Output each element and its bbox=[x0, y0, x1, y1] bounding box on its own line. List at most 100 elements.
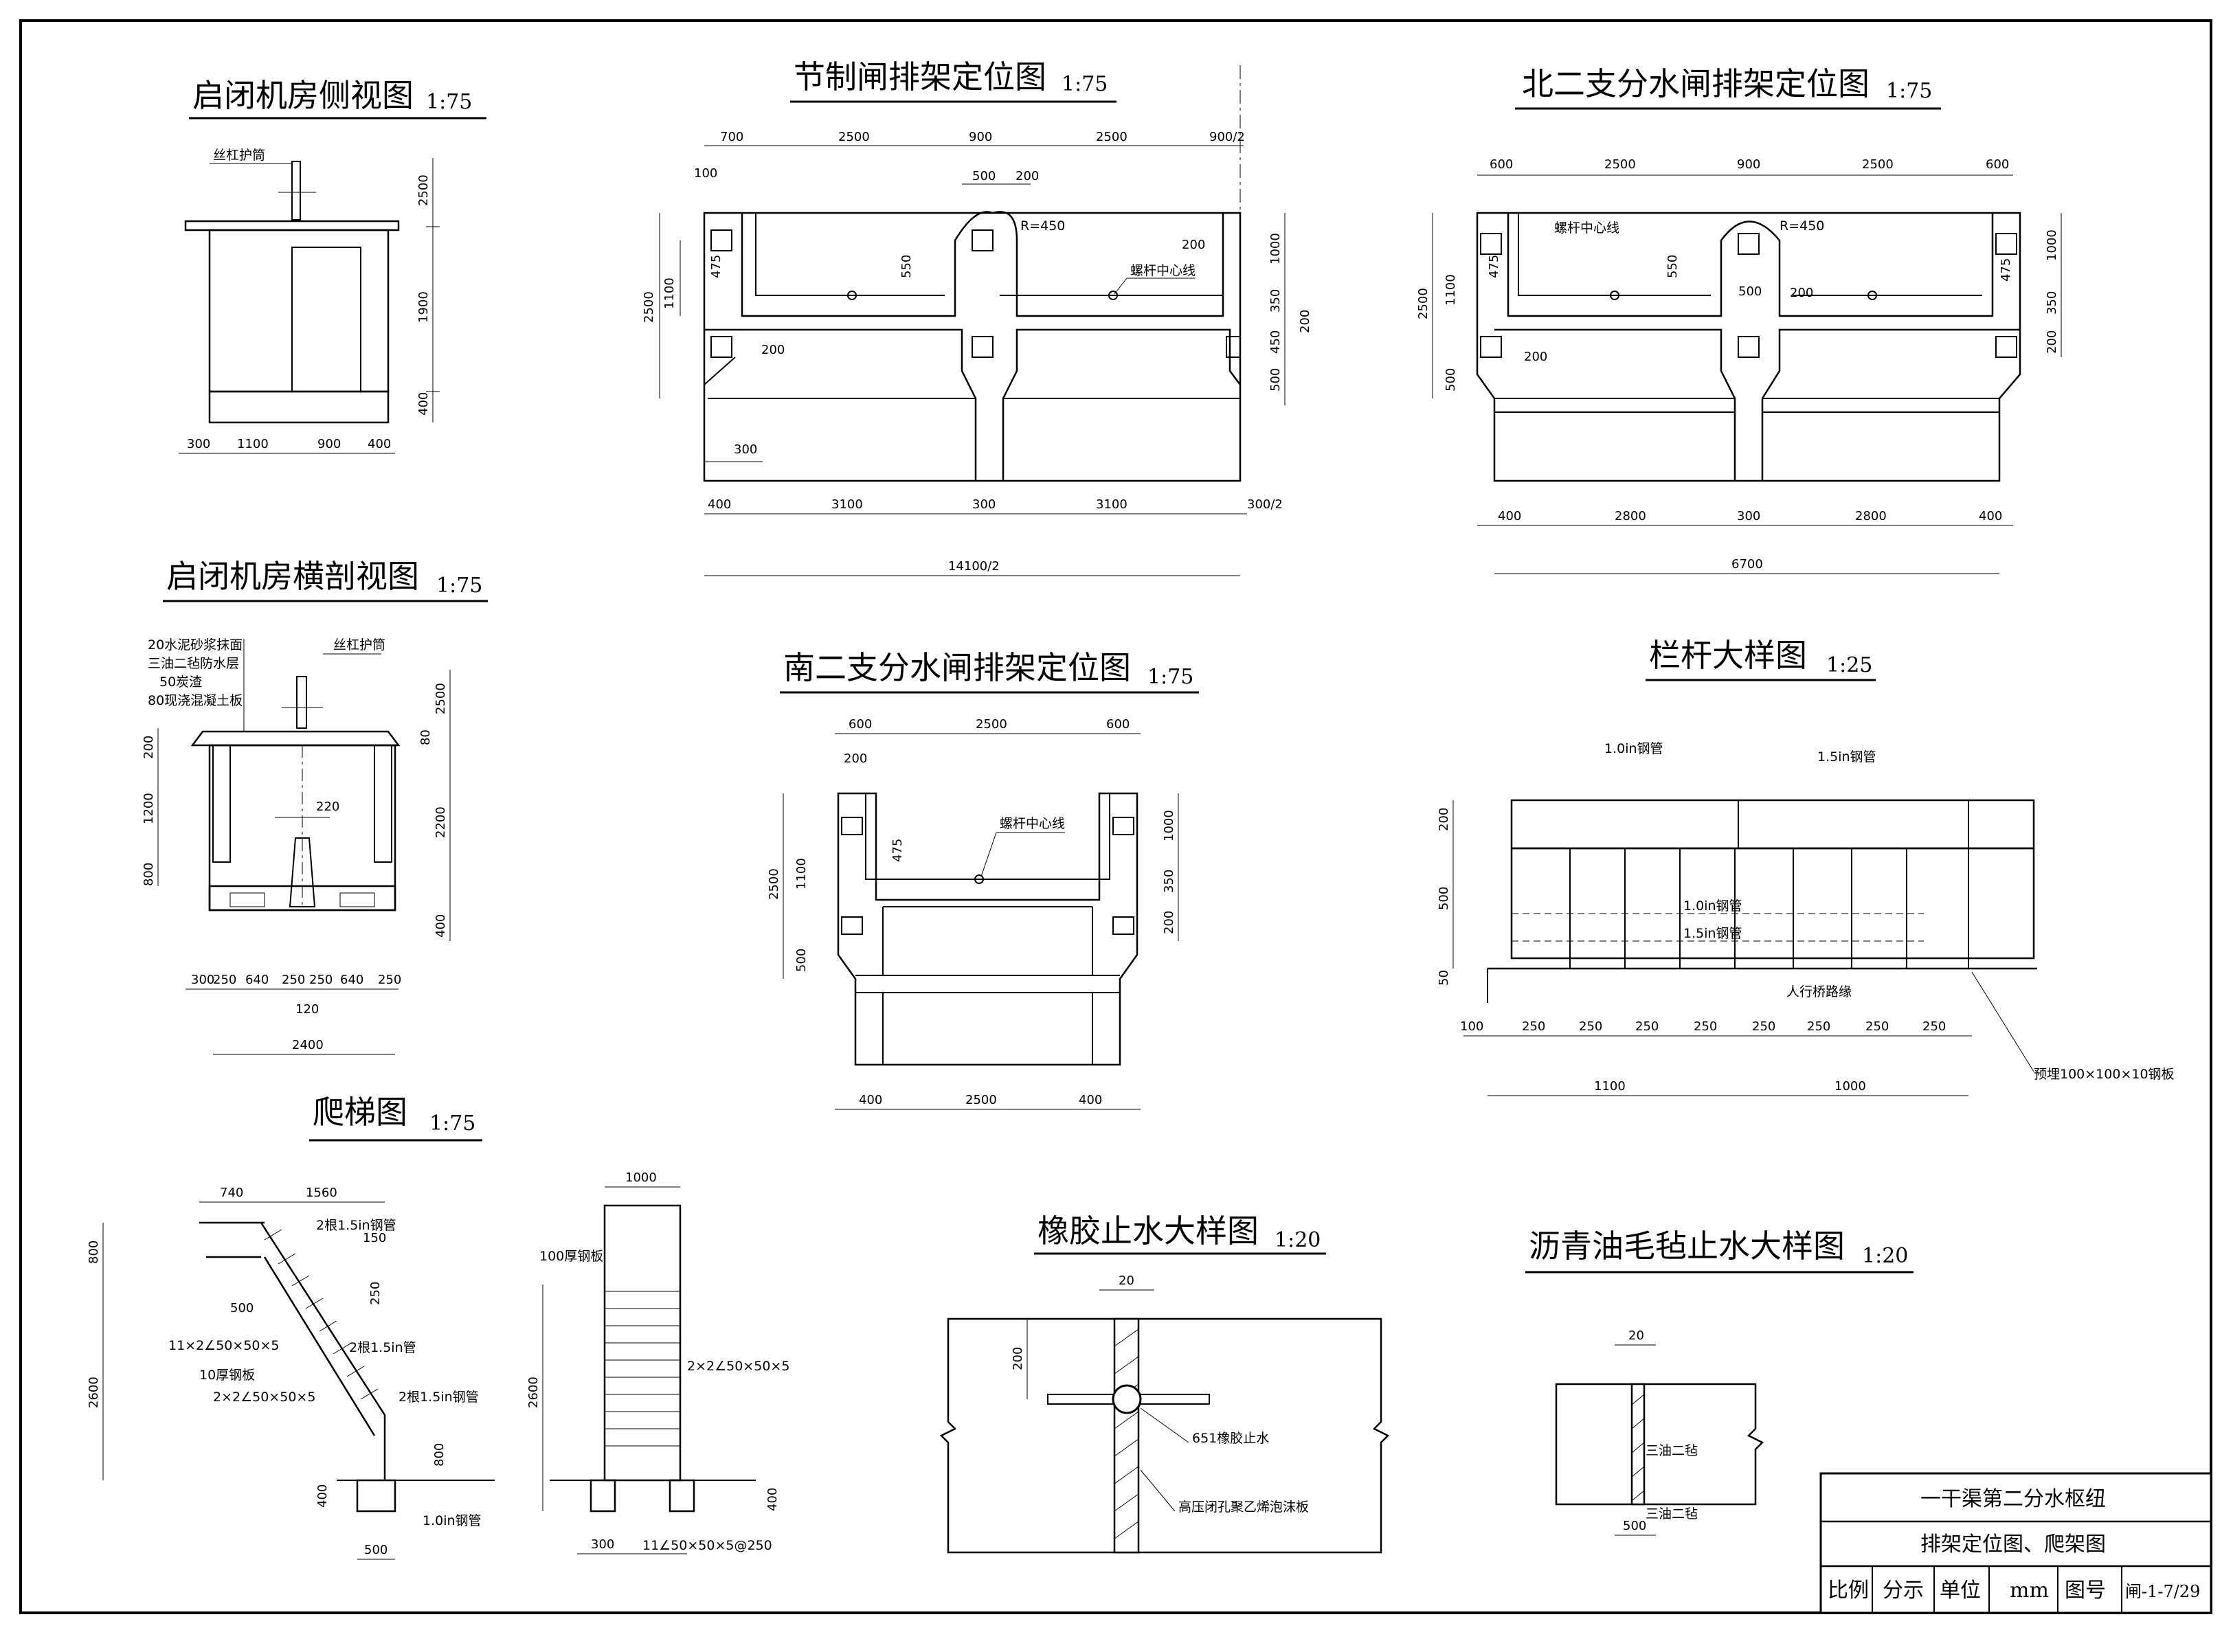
svg-text:14100/2: 14100/2 bbox=[948, 559, 1000, 574]
svg-text:预埋100×100×10钢板: 预埋100×100×10钢板 bbox=[2034, 1067, 2175, 1082]
svg-text:1000: 1000 bbox=[625, 1170, 657, 1185]
svg-text:50: 50 bbox=[1437, 970, 1451, 986]
svg-text:350: 350 bbox=[1162, 870, 1176, 893]
svg-text:300: 300 bbox=[191, 973, 214, 987]
svg-text:200: 200 bbox=[1790, 286, 1813, 300]
svg-text:300: 300 bbox=[734, 442, 757, 457]
svg-text:800: 800 bbox=[142, 863, 156, 886]
svg-text:250: 250 bbox=[1694, 1019, 1717, 1034]
svg-text:2500: 2500 bbox=[965, 1093, 997, 1107]
svg-text:900: 900 bbox=[317, 437, 341, 451]
asphalt-seal-title: 沥青油毛毡止水大样图 bbox=[1529, 1227, 1845, 1265]
svg-text:500: 500 bbox=[794, 949, 809, 972]
rubber-seal-scale: 1:20 bbox=[1275, 1228, 1321, 1252]
svg-text:200: 200 bbox=[1162, 911, 1176, 934]
north-rack-scale: 1:75 bbox=[1886, 79, 1932, 103]
svg-text:100: 100 bbox=[1460, 1019, 1483, 1034]
svg-text:651橡胶止水: 651橡胶止水 bbox=[1192, 1431, 1269, 1446]
tb-unit-label: 单位 bbox=[1940, 1579, 1981, 1603]
svg-text:1000: 1000 bbox=[1834, 1079, 1866, 1094]
svg-text:10厚钢板: 10厚钢板 bbox=[199, 1368, 255, 1383]
svg-text:3100: 3100 bbox=[831, 497, 863, 512]
svg-text:1.0in钢管: 1.0in钢管 bbox=[1604, 741, 1663, 756]
svg-text:250: 250 bbox=[368, 1282, 383, 1305]
svg-text:1.5in钢管: 1.5in钢管 bbox=[1817, 749, 1876, 765]
svg-text:80: 80 bbox=[418, 729, 433, 745]
svg-text:高压闭孔聚乙烯泡沫板: 高压闭孔聚乙烯泡沫板 bbox=[1178, 1500, 1309, 1515]
view-railing: 栏杆大样图 1:25 1.0in钢管 1.5in钢管 1.0in钢管 1.5in… bbox=[1437, 637, 2175, 1096]
svg-text:1000: 1000 bbox=[2045, 229, 2059, 261]
svg-text:2500: 2500 bbox=[1096, 130, 1127, 144]
svg-text:2500: 2500 bbox=[416, 174, 431, 206]
svg-text:900: 900 bbox=[1737, 157, 1760, 172]
svg-text:475: 475 bbox=[1999, 258, 2013, 282]
gate-rack-title: 节制闸排架定位图 bbox=[794, 58, 1046, 95]
svg-text:500: 500 bbox=[1437, 887, 1451, 910]
svg-text:250: 250 bbox=[1635, 1019, 1659, 1034]
svg-text:200: 200 bbox=[1298, 310, 1312, 333]
svg-text:500: 500 bbox=[1268, 368, 1283, 392]
svg-text:1100: 1100 bbox=[1594, 1079, 1626, 1094]
svg-text:2500: 2500 bbox=[1416, 288, 1430, 319]
tb-unit-value: mm bbox=[2010, 1579, 2049, 1603]
hoist-side-scale: 1:75 bbox=[426, 90, 472, 114]
sheet-border bbox=[19, 19, 2212, 1614]
svg-text:20: 20 bbox=[1628, 1328, 1644, 1343]
svg-text:475: 475 bbox=[890, 839, 905, 862]
svg-text:200: 200 bbox=[844, 751, 867, 766]
view-asphalt-seal: 沥青油毛毡止水大样图 1:20 20 三油二毡 三油二毡 500 bbox=[1525, 1227, 1914, 1536]
rubber-seal-title: 橡胶止水大样图 bbox=[1037, 1212, 1259, 1249]
svg-text:550: 550 bbox=[1665, 255, 1680, 278]
svg-text:螺杆中心线: 螺杆中心线 bbox=[1554, 220, 1619, 236]
svg-text:200: 200 bbox=[1524, 350, 1547, 364]
south-rack-title: 南二支分水闸排架定位图 bbox=[783, 649, 1131, 686]
svg-text:400: 400 bbox=[1979, 509, 2002, 523]
svg-text:200: 200 bbox=[761, 343, 785, 357]
svg-text:500: 500 bbox=[364, 1543, 388, 1557]
svg-text:100: 100 bbox=[694, 166, 717, 181]
north-rack-title: 北二支分水闸排架定位图 bbox=[1522, 65, 1870, 102]
tb-no-value: 闸-1-7/29 bbox=[2125, 1582, 2200, 1601]
gate-rack-scale: 1:75 bbox=[1062, 72, 1108, 96]
view-ladder-front: 1000 100厚钢板 2×2∠50×50×5 2600 400 300 11∠… bbox=[526, 1170, 789, 1554]
svg-text:640: 640 bbox=[245, 973, 269, 987]
svg-text:300/2: 300/2 bbox=[1247, 497, 1283, 512]
svg-text:R=450: R=450 bbox=[1020, 218, 1065, 234]
svg-text:600: 600 bbox=[1986, 157, 2009, 172]
svg-text:2800: 2800 bbox=[1855, 509, 1887, 523]
svg-text:400: 400 bbox=[315, 1484, 330, 1508]
svg-text:350: 350 bbox=[2045, 291, 2059, 315]
svg-text:400: 400 bbox=[368, 437, 391, 451]
svg-text:1100: 1100 bbox=[662, 278, 677, 309]
svg-text:250: 250 bbox=[213, 973, 236, 987]
tb-project: 一干渠第二分水枢纽 bbox=[1920, 1487, 2106, 1511]
view-ladder: 爬梯图 1:75 740 1560 800 2600 2根1.5in钢管 150… bbox=[87, 1094, 495, 1560]
svg-text:550: 550 bbox=[899, 255, 914, 278]
svg-text:400: 400 bbox=[859, 1093, 882, 1107]
svg-text:350: 350 bbox=[1268, 289, 1283, 313]
svg-text:2×2∠50×50×5: 2×2∠50×50×5 bbox=[687, 1359, 789, 1374]
svg-text:100厚钢板: 100厚钢板 bbox=[539, 1249, 603, 1264]
view-hoist-side: 启闭机房侧视图 1:75 丝杠护筒 2500 1900 400 300 1100… bbox=[179, 77, 486, 454]
svg-text:2×2∠50×50×5: 2×2∠50×50×5 bbox=[213, 1390, 315, 1405]
svg-text:2根1.5in钢管: 2根1.5in钢管 bbox=[399, 1390, 479, 1405]
view-north-rack: 北二支分水闸排架定位图 1:75 600 2500 900 2500 600 螺… bbox=[1416, 65, 2062, 574]
svg-text:11∠50×50×5@250: 11∠50×50×5@250 bbox=[642, 1538, 772, 1553]
svg-text:螺杆中心线: 螺杆中心线 bbox=[1000, 816, 1065, 831]
svg-text:3100: 3100 bbox=[1096, 497, 1127, 512]
svg-text:200: 200 bbox=[1015, 169, 1039, 183]
svg-text:900: 900 bbox=[969, 130, 992, 144]
tb-no-label: 图号 bbox=[2065, 1579, 2106, 1603]
hoist-cross-title: 启闭机房横剖视图 bbox=[166, 558, 419, 595]
svg-text:三油二毡: 三油二毡 bbox=[1646, 1443, 1698, 1458]
svg-text:2500: 2500 bbox=[838, 130, 870, 144]
svg-text:300: 300 bbox=[187, 437, 210, 451]
svg-text:200: 200 bbox=[1437, 808, 1451, 831]
svg-text:1000: 1000 bbox=[1162, 810, 1176, 841]
svg-text:丝杠护筒: 丝杠护筒 bbox=[333, 637, 385, 653]
svg-text:220: 220 bbox=[316, 800, 339, 814]
view-gate-rack: 节制闸排架定位图 1:75 700 2500 900 2500 900/2 10… bbox=[642, 58, 1312, 576]
svg-text:1000: 1000 bbox=[1268, 233, 1283, 264]
svg-text:475: 475 bbox=[709, 255, 723, 278]
hoist-side-label: 丝杠护筒 bbox=[213, 148, 265, 163]
